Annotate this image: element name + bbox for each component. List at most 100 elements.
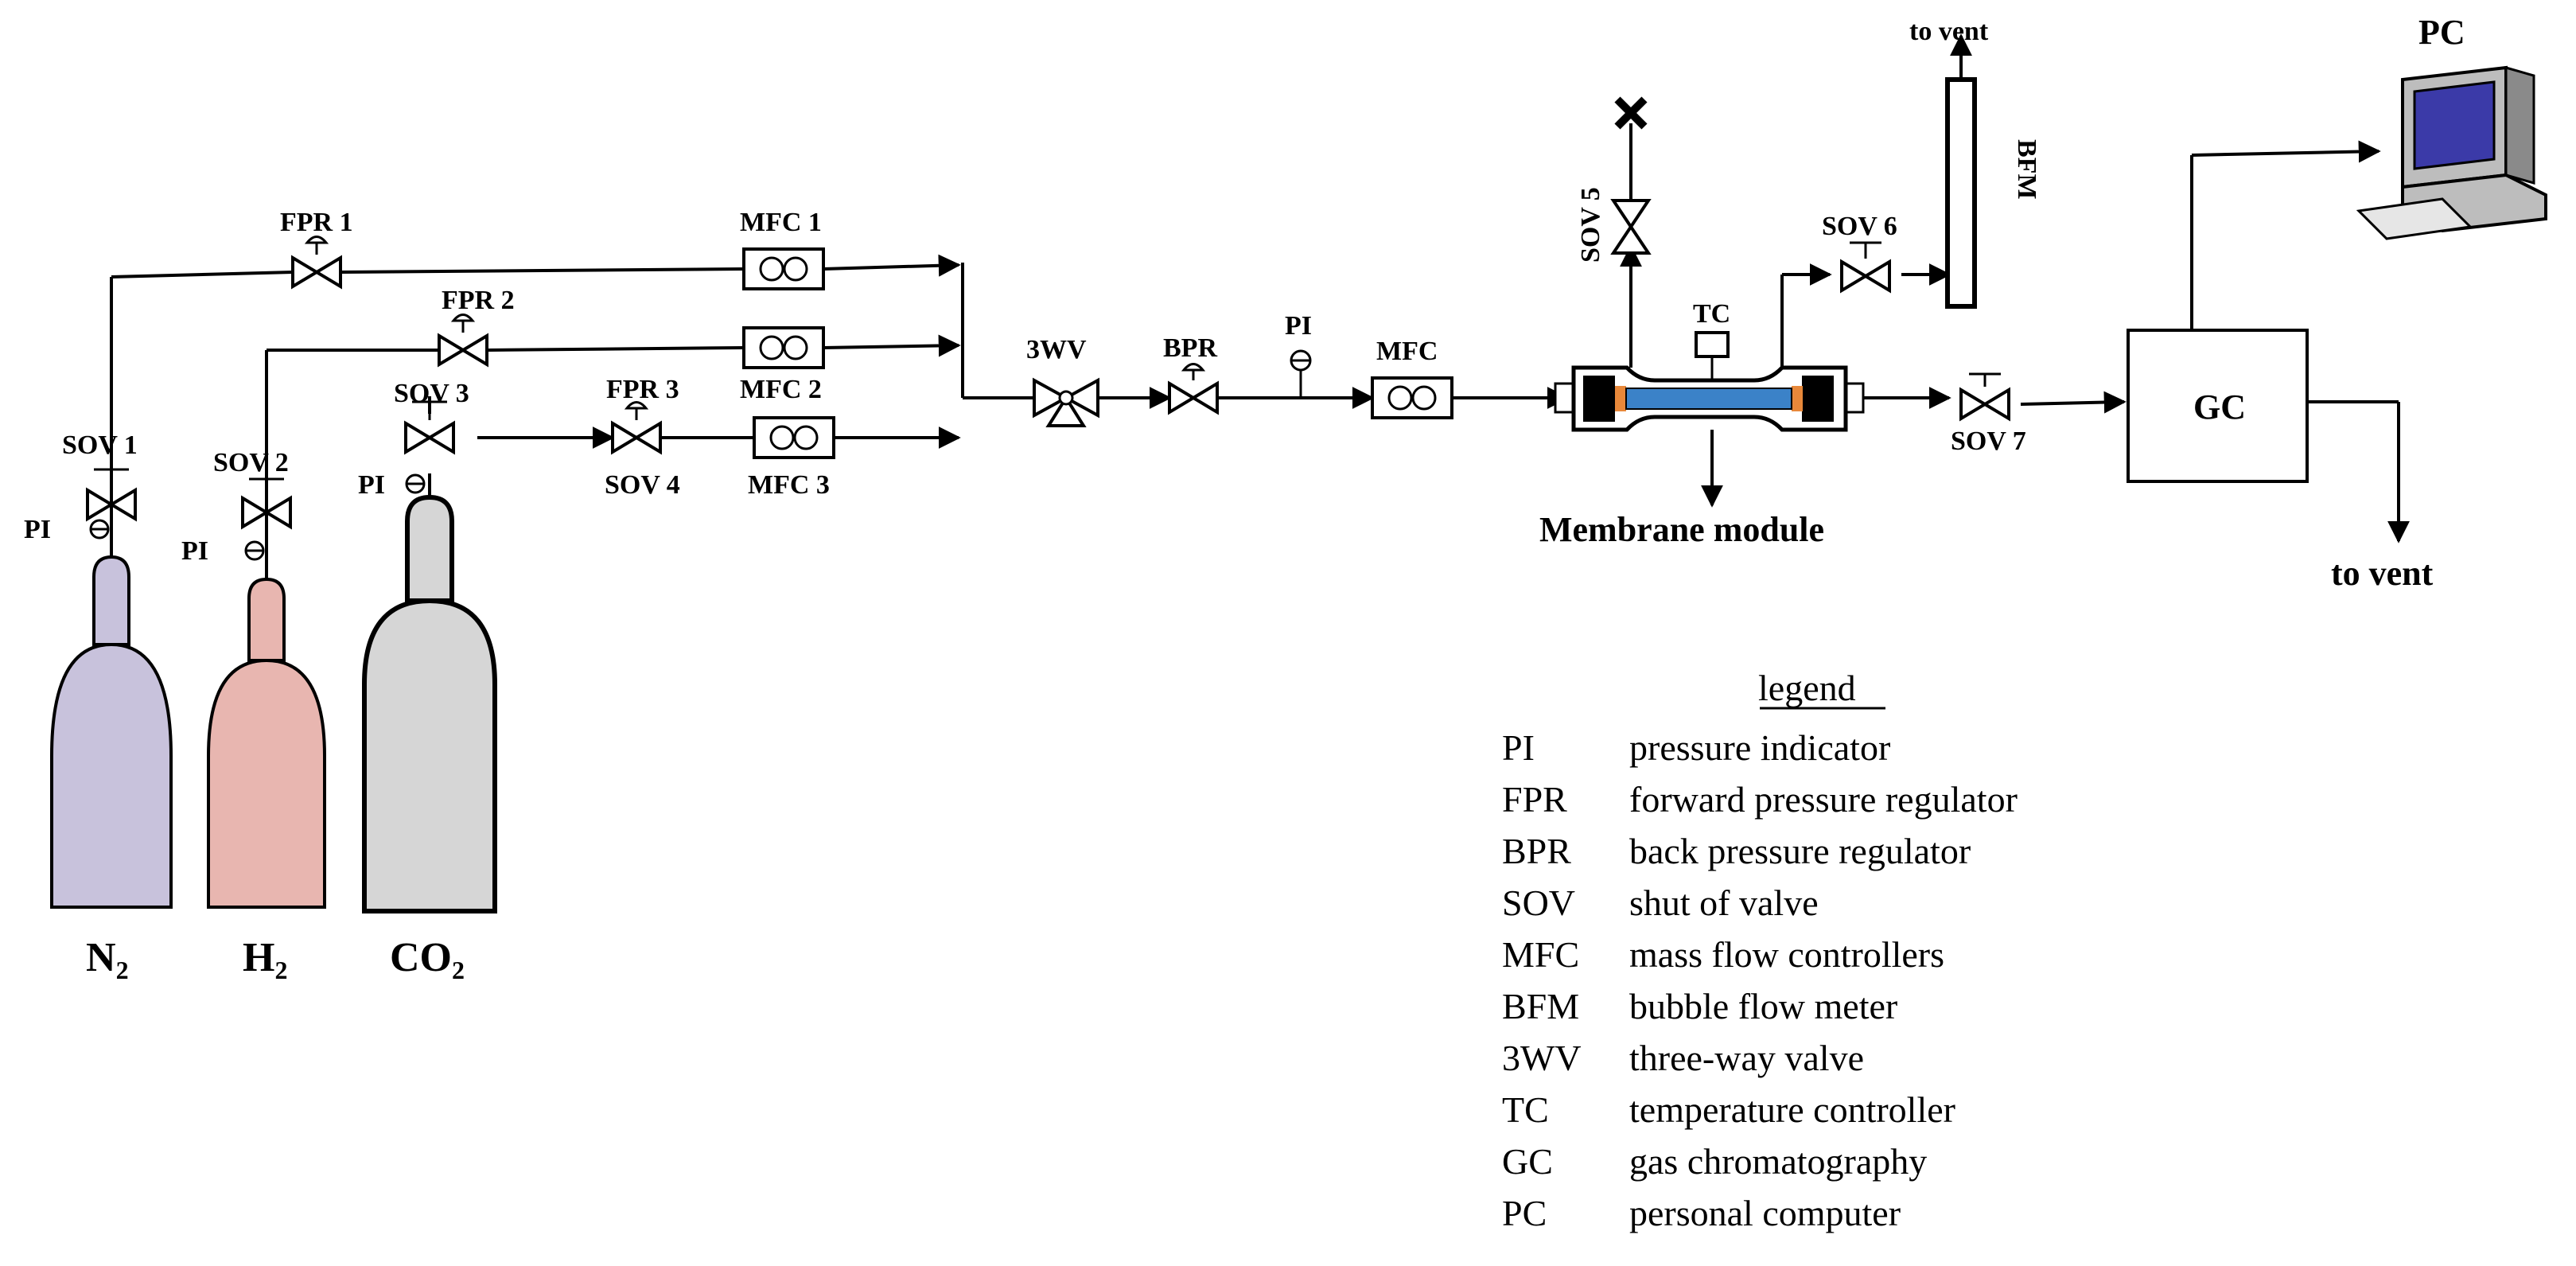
sov-1-label: SOV 1 [62,430,138,460]
co2-cylinder-neck [405,494,454,603]
pi-n2-label: PI [24,515,51,544]
legend-item: 3WV three-way valve [1502,1038,1864,1078]
legend-abbr: FPR [1502,779,1567,820]
legend-desc: temperature controller [1629,1089,1955,1130]
legend-item: PI pressure indicator [1502,727,1890,768]
to-vent-bfm-label: to vent [1909,17,1989,46]
n2-cylinder-neck [92,555,130,646]
n2-cylinder-shape [50,642,173,909]
legend-item: FPR forward pressure regulator [1502,779,2018,820]
legend-abbr: MFC [1502,934,1579,975]
gas-co2-main: CO [390,935,452,980]
bfm-label: BFM [2012,139,2041,200]
gas-label-h2: H2 [243,935,287,984]
gas-n2-main: N [86,935,116,980]
gc-label: GC [2193,388,2246,427]
pi-main-label: PI [1285,311,1312,341]
sov-1-valve [86,468,137,520]
gas-n2-sub: 2 [116,956,129,984]
module-piping [1620,33,2127,508]
legend-abbr: TC [1502,1089,1549,1130]
mfc-1-controller [742,247,825,290]
sov-6-label: SOV 6 [1822,212,1897,241]
pi-main-gauge [1290,349,1312,372]
legend-item: SOV shut of valve [1502,882,1819,923]
legend-abbr: BFM [1502,986,1579,1026]
legend-desc: shut of valve [1629,882,1819,923]
fpr-3-valve [611,401,662,454]
pi-co2-label: PI [358,470,385,500]
membrane-module [1554,365,1865,432]
h2-cylinder-shape [207,658,326,909]
legend-desc: mass flow controllers [1629,934,1944,975]
legend-desc: personal computer [1629,1193,1901,1233]
gas-label-n2: N2 [86,935,129,984]
legend-item: GC gas chromatography [1502,1141,1927,1182]
mfc-2-label: MFC 2 [740,375,822,404]
gas-h2-sub: 2 [274,956,287,984]
bfm-meter [1945,77,1977,309]
legend-desc: pressure indicator [1629,727,1890,768]
sov-4-label: SOV 4 [605,470,680,500]
cylinder-h2 [207,577,326,909]
legend-abbr: 3WV [1502,1038,1582,1078]
fpr-3-label: FPR 3 [606,375,679,404]
pc-label: PC [2418,13,2465,52]
three-way-valve-label: 3WV [1026,335,1087,364]
legend-item: TC temperature controller [1502,1089,1955,1130]
legend-abbr: SOV [1502,882,1575,923]
legend-desc: gas chromatography [1629,1141,1927,1182]
mfc-1-label: MFC 1 [740,208,822,237]
computer-icon [2356,65,2547,240]
mfc-main-label: MFC [1376,337,1438,366]
sov-2-valve [241,477,292,528]
legend-item: PC personal computer [1502,1193,1901,1233]
cylinder-n2 [50,555,173,909]
legend-item: MFC mass flow controllers [1502,934,1944,975]
three-way-valve [1033,377,1099,427]
fpr-2-valve [438,314,488,366]
legend-abbr: PC [1502,1193,1547,1233]
mfc-2-controller [742,326,825,369]
gas-h2-main: H [243,935,274,980]
pi-n2-gauge [89,519,110,540]
sov-7-label: SOV 7 [1951,427,2026,456]
legend-item: BFM bubble flow meter [1502,986,1897,1026]
to-vent-gc-label: to vent [2331,554,2434,593]
sov-7-valve [1961,372,2009,419]
fpr-1-valve [291,236,342,288]
h2-cylinder-neck [247,577,286,662]
tc-label: TC [1693,299,1730,329]
fpr-2-label: FPR 2 [442,286,515,315]
membrane-module-label: Membrane module [1539,510,1824,549]
legend-title: legend [1758,668,1856,708]
mfc-main-controller [1371,376,1453,419]
gas-co2-sub: 2 [452,956,465,984]
legend-abbr: PI [1502,727,1535,768]
bpr-valve [1168,363,1219,414]
legend-desc: back pressure regulator [1629,831,1971,871]
cylinder-co2 [362,494,497,913]
sov-5-label: SOV 5 [1576,187,1605,263]
legend-desc: forward pressure regulator [1629,779,2018,820]
sov-3-label: SOV 3 [394,379,469,408]
legend-abbr: GC [1502,1141,1553,1182]
vent-cap-icon [1614,96,1648,130]
sov-2-label: SOV 2 [213,448,289,477]
pi-h2-label: PI [181,536,208,566]
fpr-1-label: FPR 1 [280,208,353,237]
feed-lines [110,254,1570,579]
legend-desc: three-way valve [1629,1038,1864,1078]
mfc-3-controller [753,416,835,459]
legend-desc: bubble flow meter [1629,986,1897,1026]
legend: legend PI pressure indicator FPR forward… [1502,668,2018,1233]
legend-abbr: BPR [1502,831,1571,871]
bpr-label: BPR [1163,333,1217,363]
legend-item: BPR back pressure regulator [1502,831,1971,871]
gas-label-co2: CO2 [390,935,465,984]
pi-h2-gauge [244,540,265,561]
pi-co2-gauge [405,473,426,494]
tc-sensor [1695,331,1730,380]
sov-5-valve [1610,199,1652,255]
